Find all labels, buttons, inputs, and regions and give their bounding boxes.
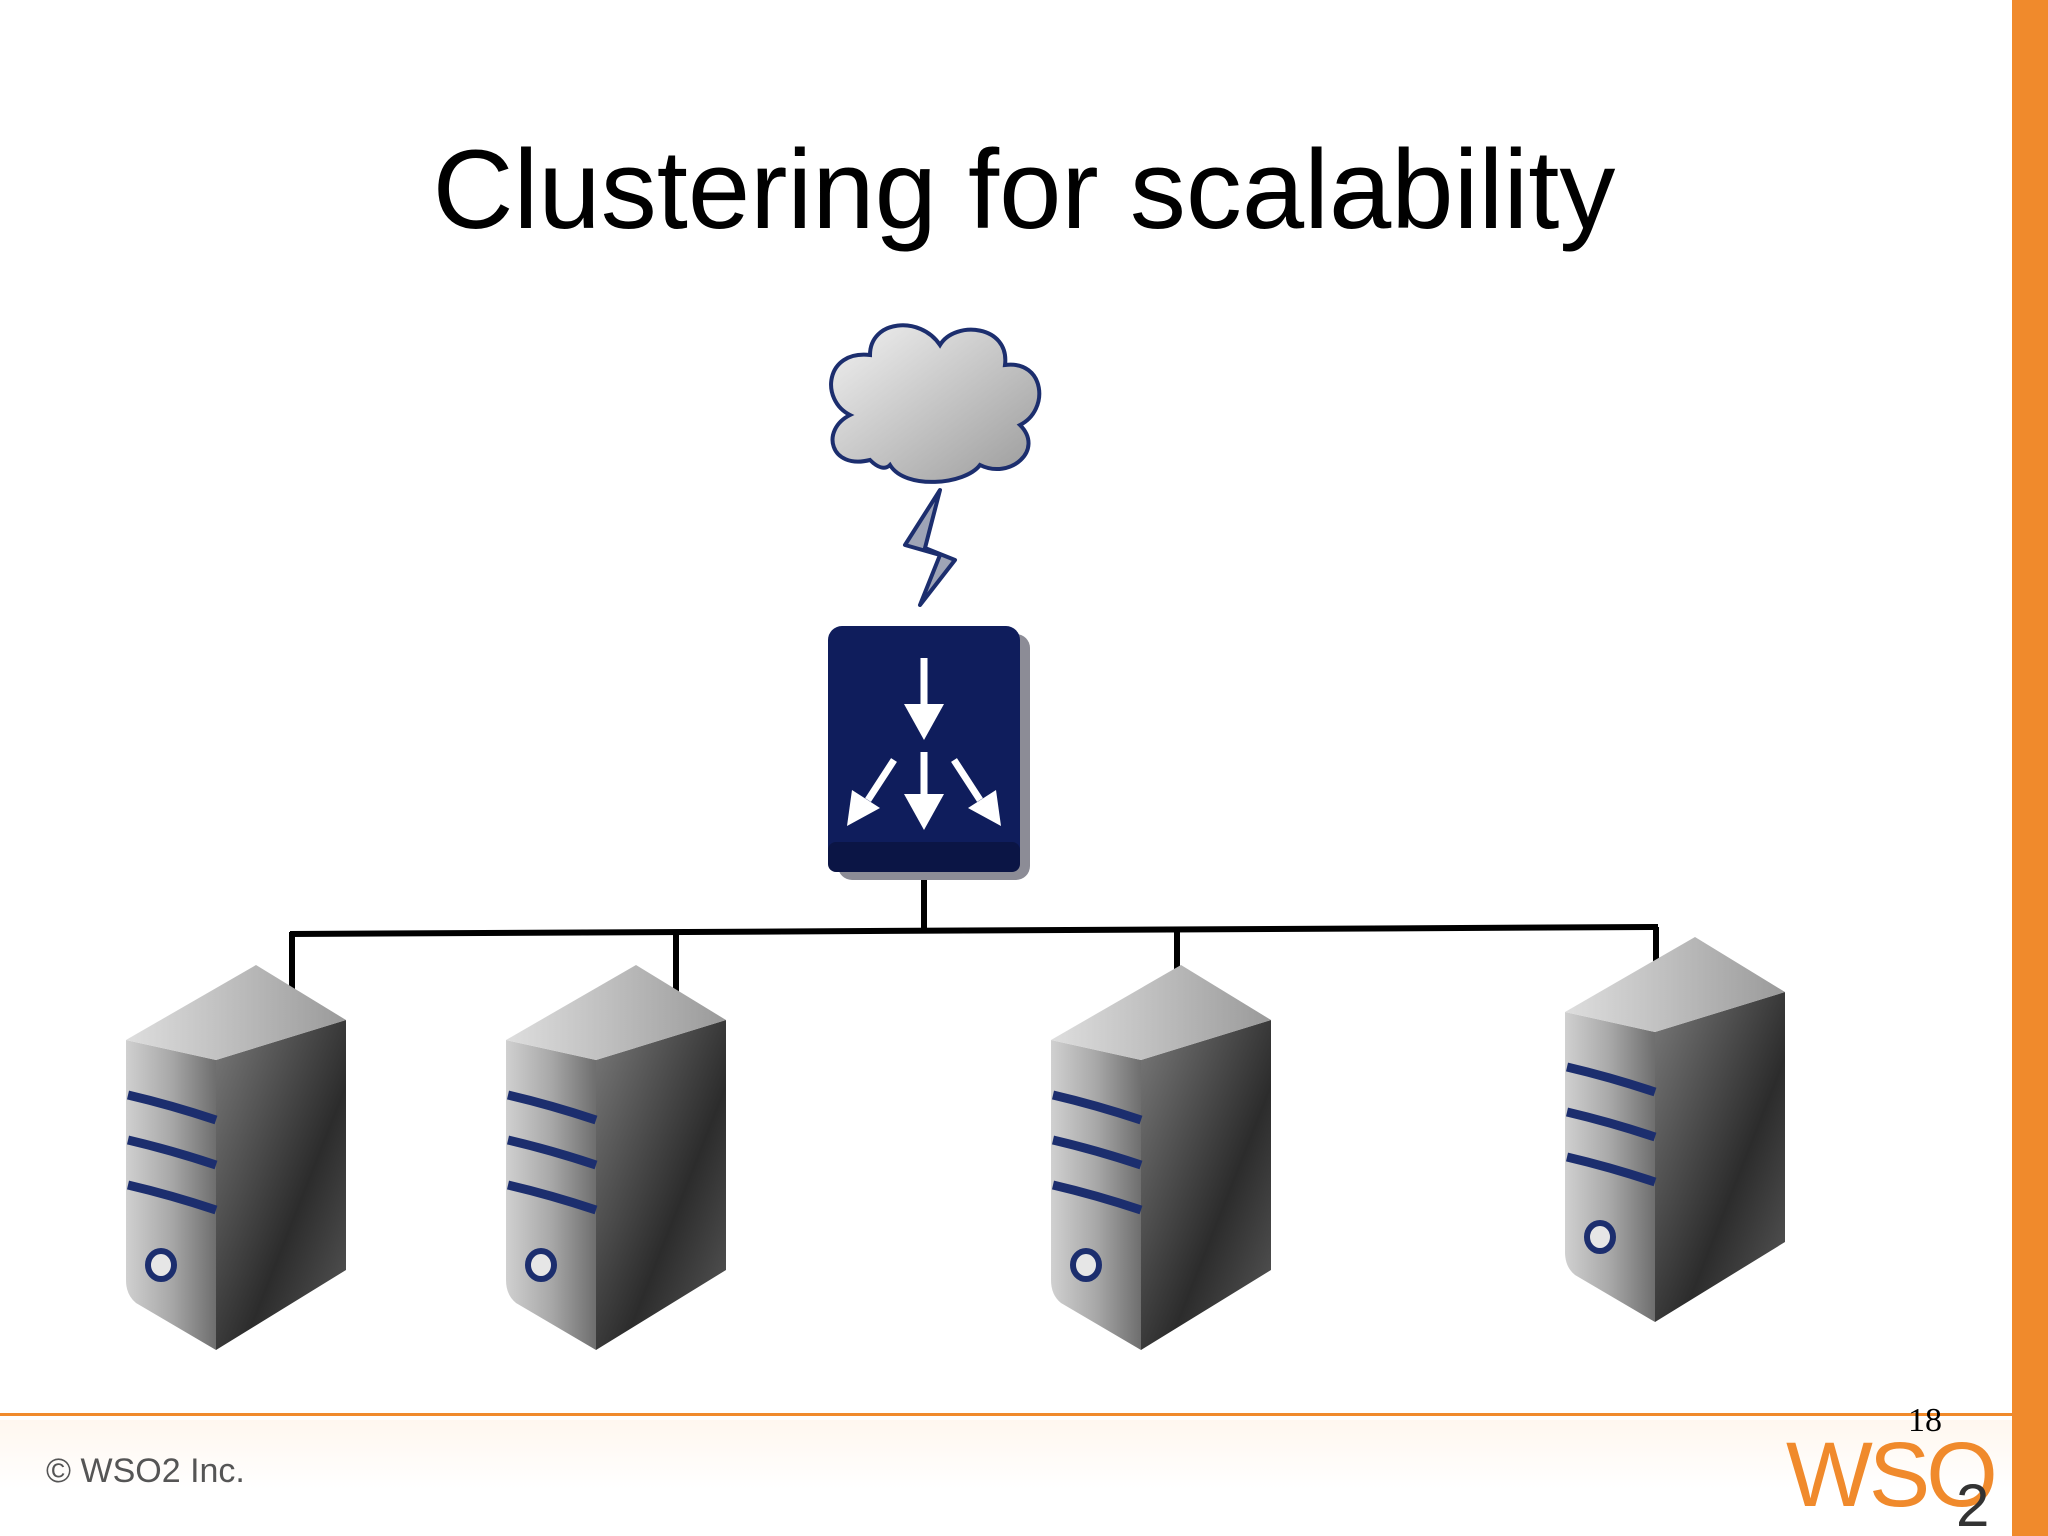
cloud-icon — [829, 323, 1042, 484]
logo-subscript: 2 — [1956, 1472, 1989, 1528]
load-balancer-icon — [828, 626, 1030, 880]
slide-title: Clustering for scalability — [432, 127, 1616, 252]
footer-divider — [0, 1413, 2012, 1416]
page-number: 18 — [1908, 1402, 1942, 1439]
cluster-diagram — [0, 323, 2048, 1400]
server-icon — [126, 965, 346, 1350]
footer-band — [0, 1420, 2012, 1536]
wso2-logo: WSO 2 — [1786, 1428, 1996, 1528]
logo-text: WSO — [1786, 1428, 1994, 1526]
server-icon — [1565, 937, 1785, 1322]
accent-sidebar — [2012, 0, 2048, 1536]
copyright-notice: © WSO2 Inc. — [46, 1452, 245, 1490]
server-icon — [1051, 965, 1271, 1350]
lightning-bolt-icon — [903, 488, 957, 607]
server-icon — [506, 965, 726, 1350]
connector-lines — [289, 880, 1658, 1020]
